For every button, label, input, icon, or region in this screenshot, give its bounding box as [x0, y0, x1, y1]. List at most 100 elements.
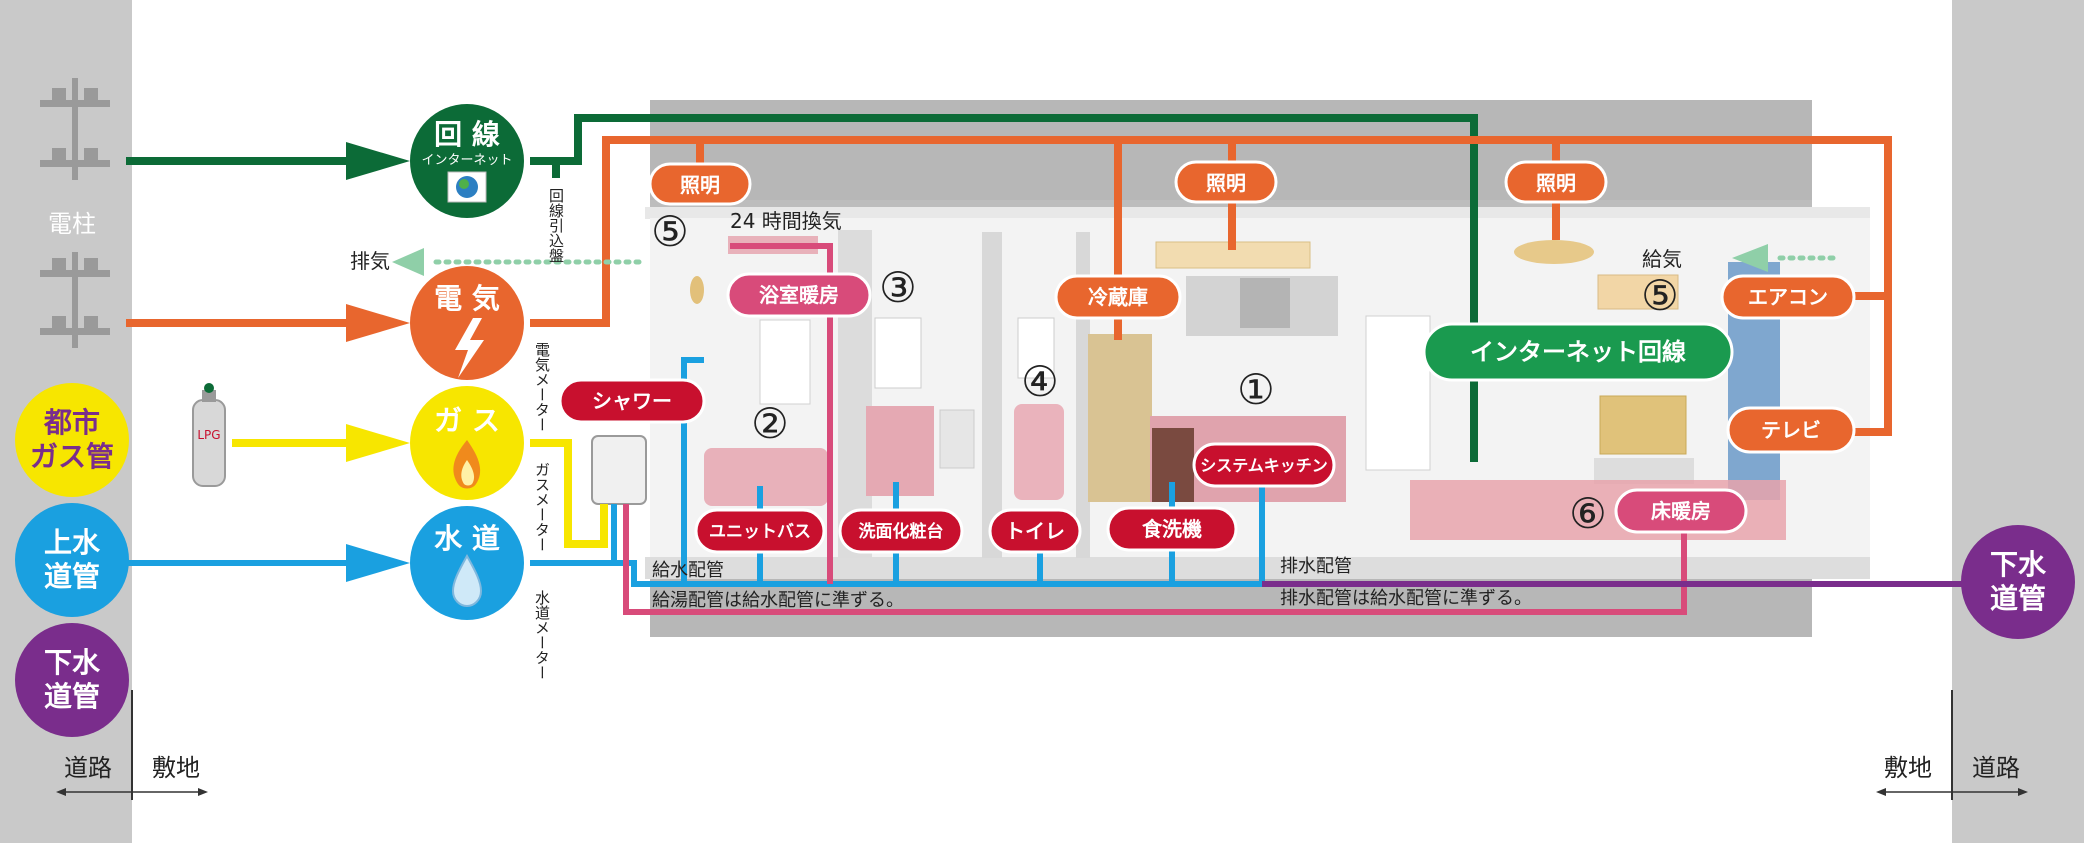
- lighting-label-2: 照明: [1174, 160, 1278, 204]
- gas-utility-circle: ガ ス: [410, 386, 524, 500]
- svg-text:照明: 照明: [680, 173, 720, 197]
- water-arrowhead: [346, 544, 410, 582]
- svg-text:ガ ス: ガ ス: [434, 404, 500, 437]
- number-2: ②: [751, 399, 789, 448]
- internet-line-label: インターネット回線: [1422, 322, 1734, 382]
- right-site-label: 敷地: [1884, 754, 1932, 782]
- water-utility-circle: 水 道: [410, 506, 524, 620]
- svg-text:システムキッチン: システムキッチン: [1200, 456, 1328, 475]
- left-road-label: 道路: [64, 754, 112, 782]
- number-6: ⑥: [1569, 489, 1607, 538]
- water-heater: [591, 435, 647, 505]
- ventilation-24h-label: 24 時間換気: [730, 209, 842, 233]
- number-4: ④: [1021, 357, 1059, 406]
- water-meter-label: 水道メーター: [533, 590, 551, 680]
- vanity-mirror: [874, 317, 922, 389]
- svg-text:床暖房: 床暖房: [1651, 499, 1711, 523]
- svg-text:電 気: 電 気: [434, 282, 500, 315]
- svg-text:道管: 道管: [1990, 582, 2046, 615]
- internet-arrowhead: [346, 142, 410, 180]
- toilet-label: トイレ: [988, 508, 1082, 554]
- gas-arrowhead: [346, 424, 410, 462]
- svg-text:シャワー: シャワー: [592, 389, 672, 413]
- line-panel-label: 回線引込盤: [547, 188, 565, 263]
- drain-pipe-label: 排水配管: [1280, 556, 1352, 577]
- range-hood: [1240, 278, 1290, 328]
- sewer-left-circle: 下水 道管: [15, 623, 129, 737]
- svg-text:都市: 都市: [43, 406, 100, 439]
- towel-rack: [939, 409, 975, 469]
- svg-text:浴室暖房: 浴室暖房: [759, 283, 839, 307]
- supply-arrow: [1732, 244, 1837, 272]
- bath-heater-label: 浴室暖房: [726, 272, 872, 318]
- foundation: [650, 579, 1812, 637]
- aircon-unit: [1597, 274, 1679, 310]
- vanity-unit: [866, 406, 934, 496]
- electric-meter-label: 電気メーター: [533, 342, 551, 432]
- toilet-window: [1017, 317, 1055, 379]
- tv-stand: [1594, 458, 1694, 484]
- number-5b: ⑤: [1641, 271, 1679, 320]
- right-road-label: 道路: [1972, 754, 2020, 782]
- line-utility-circle: 回 線 インターネット: [410, 104, 524, 218]
- system-kitchen-label: システムキッチン: [1192, 442, 1336, 488]
- svg-text:道管: 道管: [44, 680, 100, 713]
- lightning-icon: [455, 318, 484, 378]
- exhaust-label: 排気: [350, 249, 390, 273]
- left-site-label: 敷地: [152, 754, 200, 782]
- partition-2: [982, 232, 1002, 558]
- svg-text:照明: 照明: [1206, 171, 1246, 195]
- lighting-label-1: 照明: [648, 162, 752, 206]
- right-road-strip: [1952, 0, 2084, 843]
- svg-text:インターネット: インターネット: [421, 153, 512, 168]
- svg-text:照明: 照明: [1536, 171, 1576, 195]
- ceiling-line: [645, 207, 1870, 219]
- unit-bath-label: ユニットバス: [694, 508, 826, 554]
- svg-text:ガス管: ガス管: [30, 440, 114, 473]
- exhaust-arrow: [392, 248, 643, 276]
- living-door: [1365, 315, 1431, 471]
- aircon-label: エアコン: [1720, 274, 1856, 320]
- svg-text:道管: 道管: [44, 560, 100, 593]
- dishwasher-label: 食洗機: [1106, 506, 1238, 552]
- lpg-cylinder-icon: [192, 383, 226, 487]
- city-gas-circle: 都市 ガス管: [15, 383, 129, 497]
- lighting-label-3: 照明: [1504, 160, 1608, 204]
- toilet-fixture: [1014, 404, 1064, 500]
- floor-heating-label: 床暖房: [1614, 488, 1748, 534]
- shower-label: シャワー: [558, 378, 706, 424]
- light-fixture-2: [1514, 240, 1594, 264]
- water-supply-pipe-label: 給水配管: [652, 560, 724, 581]
- number-3: ③: [879, 263, 917, 312]
- svg-text:エアコン: エアコン: [1748, 285, 1828, 309]
- water-main-circle: 上水 道管: [15, 503, 129, 617]
- svg-text:食洗機: 食洗機: [1142, 517, 1202, 541]
- floor-band: [645, 557, 1870, 579]
- tv-label: テレビ: [1726, 406, 1856, 454]
- utility-pole-top: [40, 78, 110, 180]
- pole-label: 電柱: [48, 210, 96, 238]
- wall-light-bath: [690, 276, 704, 304]
- right-boundary: [1876, 690, 2028, 800]
- svg-text:ユニットバス: ユニットバス: [709, 522, 811, 542]
- electric-utility-circle: 電 気: [410, 266, 524, 380]
- hot-water-pipe: [623, 243, 1687, 615]
- svg-text:洗面化粧台: 洗面化粧台: [859, 521, 944, 542]
- svg-text:下水: 下水: [1990, 548, 2047, 581]
- fridge-label: 冷蔵庫: [1054, 274, 1182, 320]
- drain-note: 排水配管は給水配管に準ずる。: [1280, 588, 1532, 609]
- number-5a: ⑤: [651, 207, 689, 256]
- number-1: ①: [1237, 365, 1275, 414]
- tv-set: [1599, 395, 1687, 455]
- svg-text:トイレ: トイレ: [1005, 519, 1065, 543]
- hot-water-note: 給湯配管は給水配管に準ずる。: [652, 590, 904, 611]
- internet-line-pipe: [126, 114, 1478, 462]
- utility-pole-bottom: [40, 252, 110, 348]
- svg-text:下水: 下水: [44, 646, 101, 679]
- electric-arrowhead: [346, 304, 410, 342]
- svg-text:テレビ: テレビ: [1761, 418, 1821, 442]
- svg-text:回 線: 回 線: [434, 118, 500, 151]
- sewer-right-circle: 下水 道管: [1961, 525, 2075, 639]
- svg-text:冷蔵庫: 冷蔵庫: [1088, 285, 1148, 309]
